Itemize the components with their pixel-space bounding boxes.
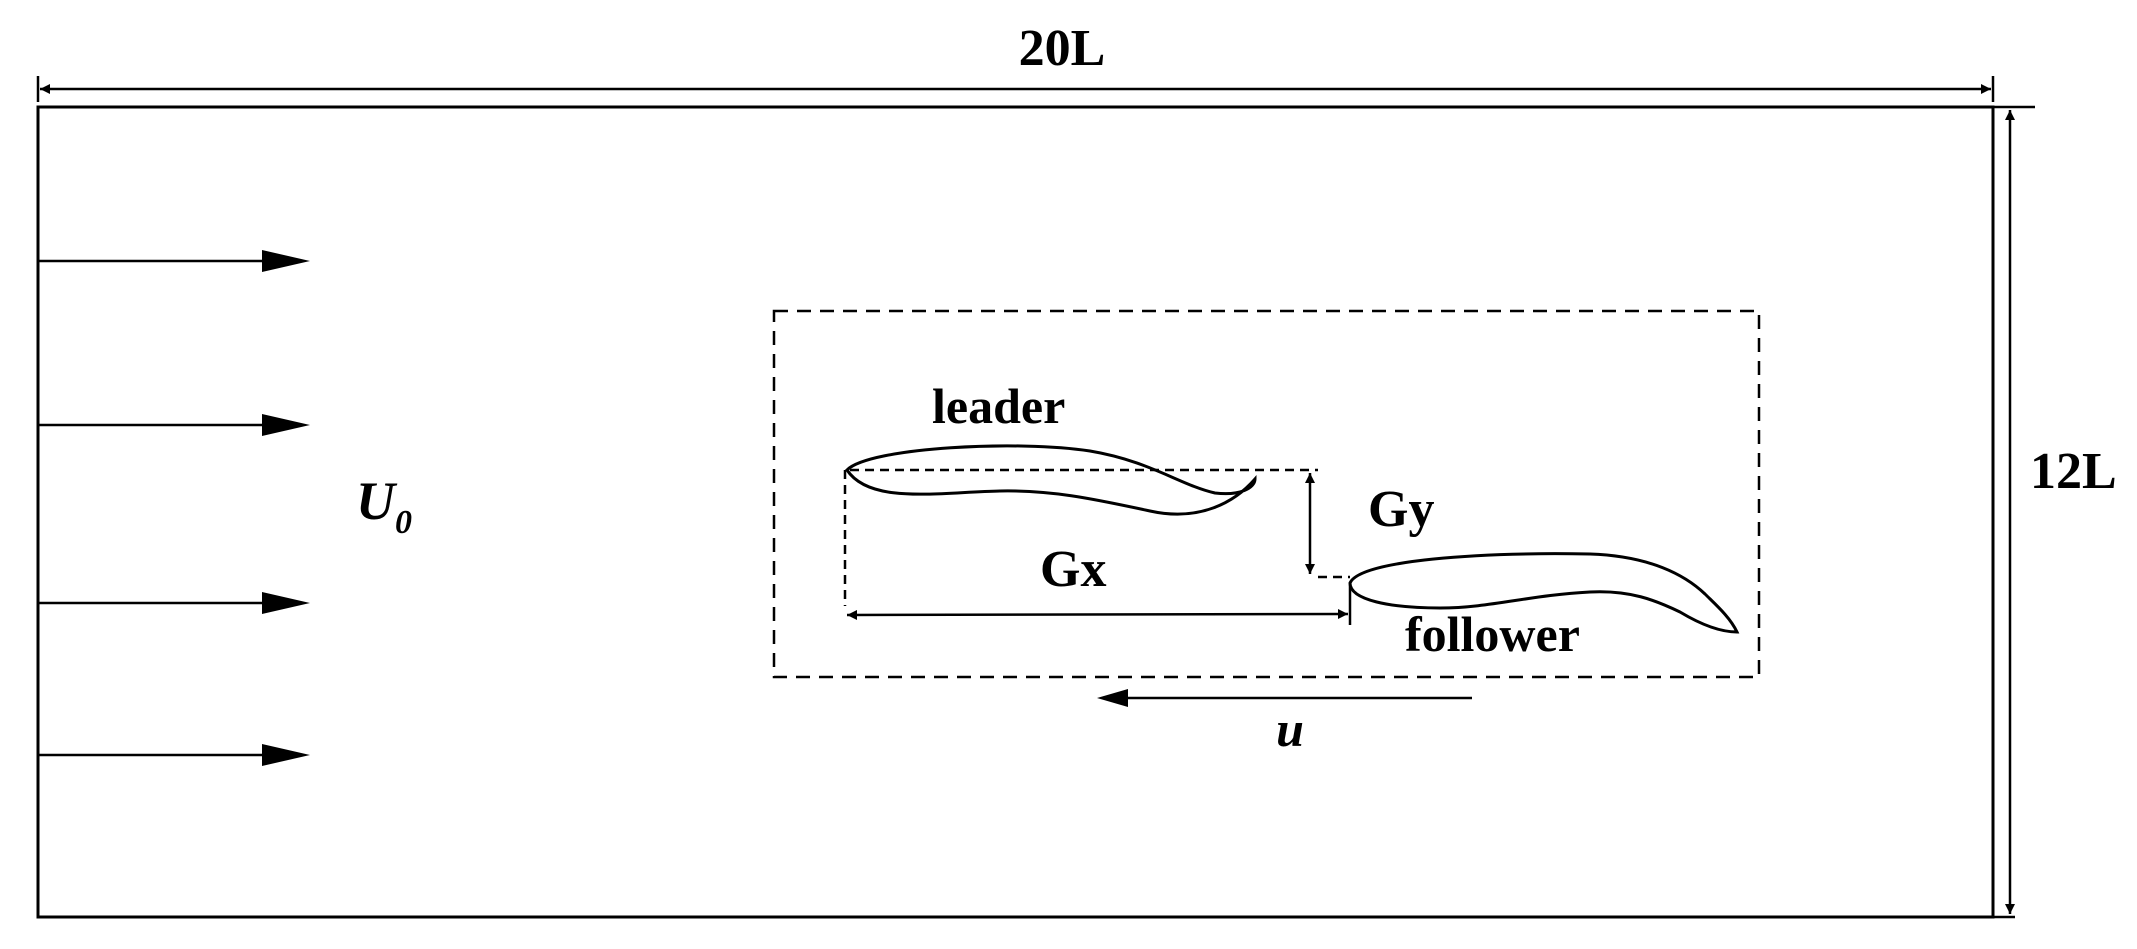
freestream-label: U0 — [356, 471, 412, 541]
inflow-arrows — [38, 250, 310, 766]
gap-x-dimension: Gx — [843, 470, 1352, 625]
follower-label: follower — [1405, 606, 1580, 662]
leader-fish — [845, 444, 1257, 516]
domain-boundary — [36, 105, 1995, 919]
gap-y-label: Gy — [1368, 481, 1434, 538]
velocity-arrow: u — [1097, 689, 1472, 757]
width-dimension: 20L — [36, 20, 1995, 102]
velocity-label: u — [1276, 701, 1304, 757]
width-label: 20L — [1019, 20, 1106, 77]
gap-x-label: Gx — [1040, 541, 1106, 598]
leader-label: leader — [932, 378, 1065, 434]
follower-fish — [1348, 552, 1740, 634]
moving-subdomain — [772, 309, 1761, 679]
height-dimension: 12L — [1993, 105, 2117, 919]
gap-y-dimension: Gy — [850, 468, 1434, 579]
height-label: 12L — [2030, 443, 2117, 500]
